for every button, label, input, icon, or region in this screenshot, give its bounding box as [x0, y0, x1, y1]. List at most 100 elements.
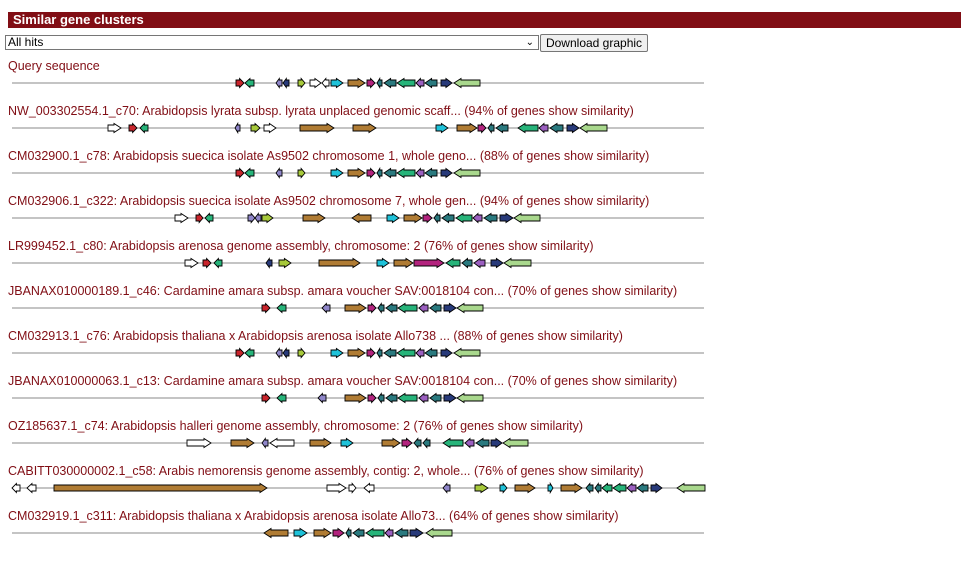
- gene-arrow[interactable]: [381, 437, 401, 449]
- gene-arrow[interactable]: [650, 482, 663, 494]
- gene-arrow[interactable]: [139, 122, 149, 134]
- gene-arrow[interactable]: [433, 212, 441, 224]
- gene-arrow[interactable]: [424, 77, 438, 89]
- gene-arrow[interactable]: [261, 212, 274, 224]
- gene-arrow[interactable]: [26, 482, 37, 494]
- gene-arrow[interactable]: [538, 122, 549, 134]
- gene-arrow[interactable]: [302, 212, 326, 224]
- gene-arrow[interactable]: [297, 77, 306, 89]
- gene-arrow[interactable]: [326, 482, 347, 494]
- gene-arrow[interactable]: [184, 257, 199, 269]
- gene-arrow[interactable]: [440, 347, 453, 359]
- gene-arrow[interactable]: [244, 77, 255, 89]
- gene-arrow[interactable]: [276, 302, 287, 314]
- gene-arrow[interactable]: [601, 482, 613, 494]
- gene-arrow[interactable]: [53, 482, 268, 494]
- gene-arrow[interactable]: [235, 347, 245, 359]
- gene-arrow[interactable]: [244, 347, 255, 359]
- gene-arrow[interactable]: [344, 392, 367, 404]
- gene-arrow[interactable]: [235, 77, 245, 89]
- gene-arrow[interactable]: [503, 257, 532, 269]
- gene-arrow[interactable]: [441, 212, 455, 224]
- gene-arrow[interactable]: [472, 212, 483, 224]
- gene-arrow[interactable]: [367, 302, 377, 314]
- gene-arrow[interactable]: [424, 347, 438, 359]
- gene-arrow[interactable]: [401, 437, 413, 449]
- gene-arrow[interactable]: [351, 212, 372, 224]
- gene-arrow[interactable]: [297, 167, 306, 179]
- gene-arrow[interactable]: [204, 212, 214, 224]
- gene-arrow[interactable]: [321, 77, 330, 89]
- gene-arrow[interactable]: [347, 167, 366, 179]
- gene-arrow[interactable]: [579, 122, 608, 134]
- gene-arrow[interactable]: [442, 437, 464, 449]
- gene-arrow[interactable]: [464, 437, 475, 449]
- gene-arrow[interactable]: [394, 527, 409, 539]
- gene-arrow[interactable]: [213, 257, 223, 269]
- gene-arrow[interactable]: [261, 437, 269, 449]
- gene-arrow[interactable]: [442, 482, 451, 494]
- gene-arrow[interactable]: [547, 481, 554, 495]
- gene-arrow[interactable]: [293, 527, 308, 539]
- gene-arrow[interactable]: [282, 77, 290, 89]
- gene-arrow[interactable]: [352, 122, 377, 134]
- gene-arrow[interactable]: [330, 347, 344, 359]
- gene-arrow[interactable]: [413, 257, 445, 269]
- gene-arrow[interactable]: [261, 302, 271, 314]
- gene-arrow[interactable]: [517, 122, 539, 134]
- gene-arrow[interactable]: [483, 212, 498, 224]
- gene-arrow[interactable]: [612, 482, 627, 494]
- gene-arrow[interactable]: [514, 482, 536, 494]
- gene-arrow[interactable]: [195, 212, 204, 224]
- gene-arrow[interactable]: [244, 167, 255, 179]
- gene-arrow[interactable]: [502, 437, 529, 449]
- gene-arrow[interactable]: [424, 167, 438, 179]
- gene-arrow[interactable]: [676, 482, 706, 494]
- gene-arrow[interactable]: [347, 347, 366, 359]
- gene-arrow[interactable]: [456, 392, 484, 404]
- gene-arrow[interactable]: [261, 392, 271, 404]
- gene-arrow[interactable]: [435, 122, 449, 134]
- gene-arrow[interactable]: [473, 257, 486, 269]
- gene-arrow[interactable]: [348, 482, 357, 494]
- gene-arrow[interactable]: [367, 392, 377, 404]
- gene-arrow[interactable]: [626, 482, 637, 494]
- gene-arrow[interactable]: [377, 302, 385, 314]
- gene-arrow[interactable]: [107, 122, 122, 134]
- gene-arrow[interactable]: [409, 527, 424, 539]
- gene-arrow[interactable]: [250, 122, 261, 134]
- gene-arrow[interactable]: [443, 392, 457, 404]
- gene-arrow[interactable]: [376, 76, 383, 90]
- gene-arrow[interactable]: [330, 77, 344, 89]
- gene-arrow[interactable]: [128, 122, 138, 134]
- cluster-hit-link[interactable]: NW_003302554.1_c70: Arabidopsis lyrata s…: [8, 104, 634, 118]
- gene-arrow[interactable]: [309, 77, 322, 89]
- gene-arrow[interactable]: [443, 302, 457, 314]
- gene-arrow[interactable]: [487, 122, 495, 134]
- cluster-hit-link[interactable]: CM032919.1_c311: Arabidopsis thaliana x …: [8, 509, 619, 523]
- gene-arrow[interactable]: [396, 167, 416, 179]
- gene-arrow[interactable]: [317, 392, 327, 404]
- gene-arrow[interactable]: [429, 392, 442, 404]
- gene-arrow[interactable]: [455, 212, 473, 224]
- gene-arrow[interactable]: [453, 77, 481, 89]
- gene-arrow[interactable]: [383, 77, 397, 89]
- gene-arrow[interactable]: [560, 482, 583, 494]
- gene-arrow[interactable]: [429, 302, 442, 314]
- gene-arrow[interactable]: [234, 121, 241, 135]
- gene-arrow[interactable]: [422, 212, 433, 224]
- gene-arrow[interactable]: [202, 257, 212, 269]
- gene-arrow[interactable]: [477, 122, 487, 134]
- gene-arrow[interactable]: [321, 302, 331, 314]
- cluster-hit-link[interactable]: LR999452.1_c80: Arabidopsis arenosa geno…: [8, 239, 594, 253]
- gene-arrow[interactable]: [456, 302, 484, 314]
- gene-arrow[interactable]: [263, 122, 277, 134]
- gene-arrow[interactable]: [549, 122, 564, 134]
- gene-arrow[interactable]: [499, 212, 514, 224]
- gene-arrow[interactable]: [495, 122, 509, 134]
- gene-arrow[interactable]: [475, 437, 490, 449]
- gene-arrow[interactable]: [276, 392, 287, 404]
- gene-arrow[interactable]: [461, 257, 473, 269]
- gene-arrow[interactable]: [418, 392, 429, 404]
- gene-arrow[interactable]: [513, 212, 541, 224]
